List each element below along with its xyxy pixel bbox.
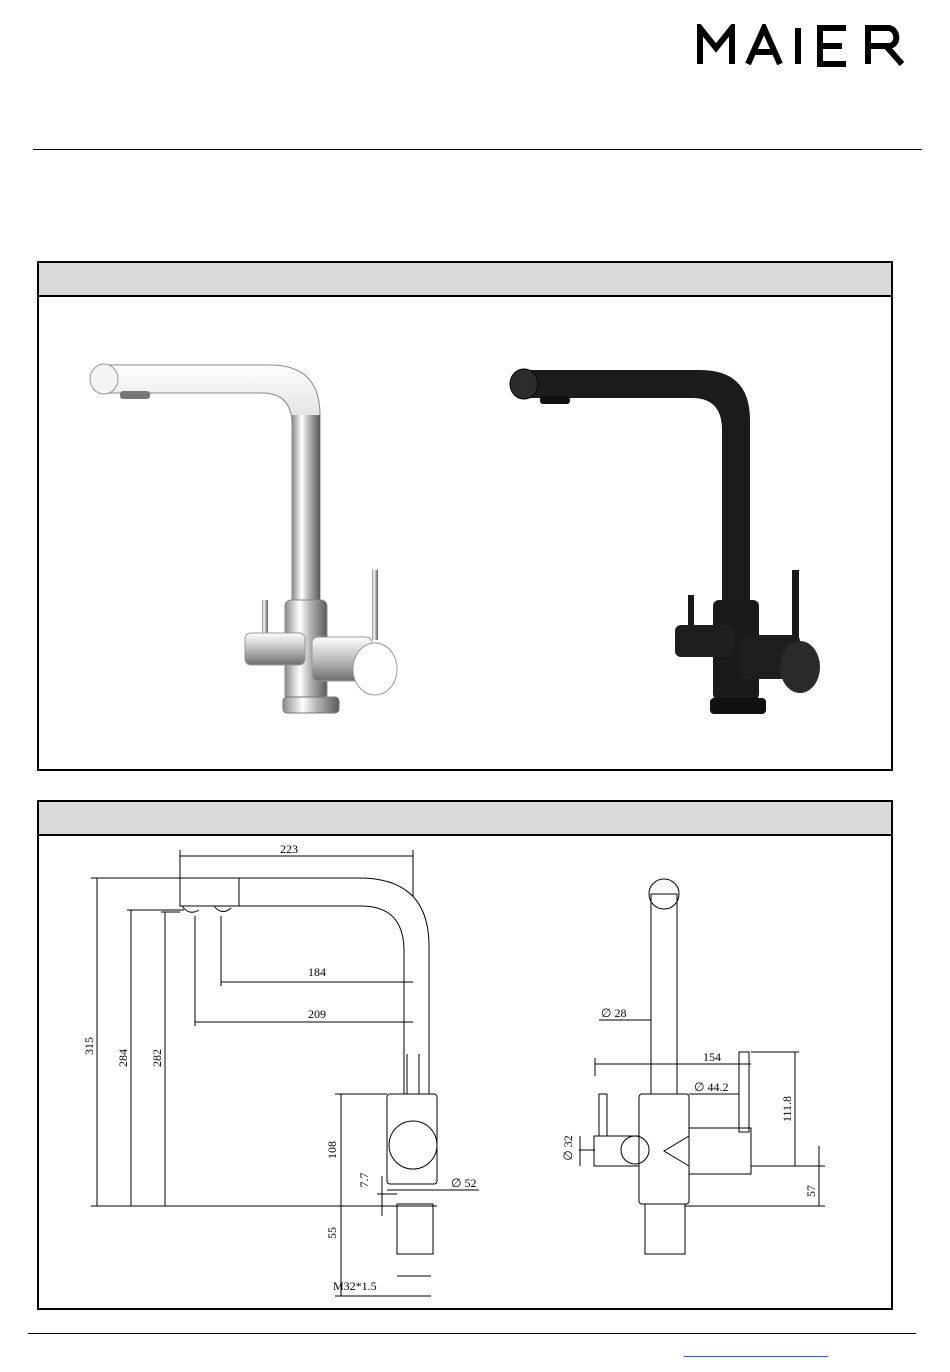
- side-view-spout: [180, 878, 429, 1094]
- dim-spout-diameter: ∅ 28: [601, 1006, 626, 1020]
- dim-height-total: 315: [82, 1037, 96, 1055]
- dim-reach-b: 209: [308, 1007, 326, 1021]
- dim-gap: 7.7: [357, 1173, 371, 1188]
- logo-letter-r: [868, 28, 902, 64]
- technical-drawing: 223 184 209 315 284 282 108 7.7 ∅ 52 55 …: [39, 836, 891, 1308]
- front-view-shank: [645, 1204, 685, 1254]
- dim-axis-height: 57: [804, 1185, 818, 1197]
- logo-letter-e: [820, 28, 846, 64]
- panel-header-bar: [39, 802, 891, 836]
- dim-lever-diameter: ∅ 32: [561, 1135, 575, 1160]
- dim-thread: M32*1.5: [333, 1279, 377, 1293]
- dim-shank-height: 55: [325, 1227, 339, 1239]
- black-faucet-image: [500, 360, 830, 720]
- dim-body-height: 108: [325, 1141, 339, 1159]
- front-view-body: [639, 1094, 689, 1204]
- chrome-faucet-image: [80, 355, 410, 730]
- dim-reach-a: 184: [308, 965, 326, 979]
- dim-front-width: 154: [703, 1050, 721, 1064]
- dim-height-b: 284: [116, 1049, 130, 1067]
- side-view-shank: [397, 1204, 433, 1254]
- footer-link-underline[interactable]: [684, 1356, 828, 1357]
- panel-header-bar: [39, 263, 891, 297]
- dim-width-total: 223: [280, 842, 298, 856]
- side-view-body: [387, 1094, 437, 1184]
- logo-letter-m: [700, 28, 732, 64]
- logo-letter-a: [748, 28, 780, 64]
- header-rule: [33, 149, 922, 150]
- side-view-lever-cap: [389, 1121, 437, 1169]
- dim-body-diameter: ∅ 44.2: [694, 1080, 728, 1094]
- dim-lever-height: 111.8: [780, 1096, 794, 1122]
- dim-base-diameter: ∅ 52: [451, 1176, 476, 1190]
- dim-height-c: 282: [150, 1049, 164, 1067]
- maier-logo: [696, 24, 928, 68]
- footer-rule: [28, 1333, 916, 1334]
